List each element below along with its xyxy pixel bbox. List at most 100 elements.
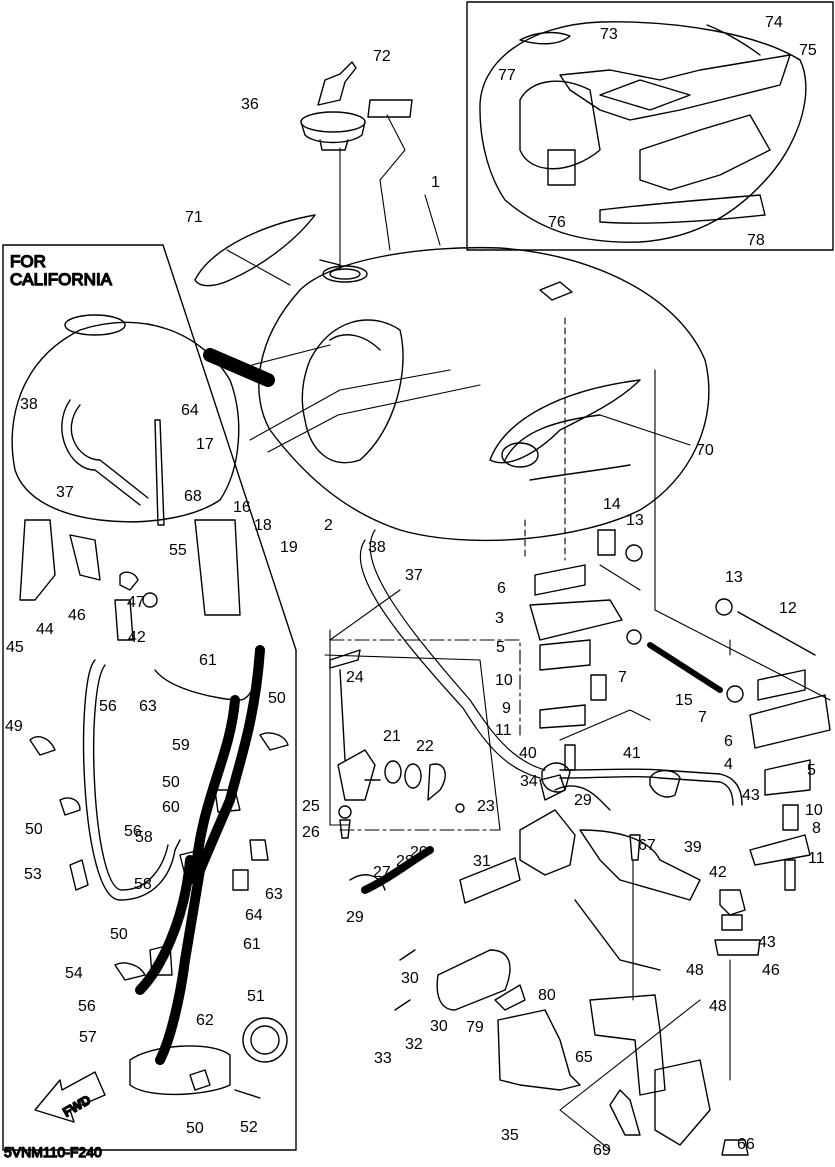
part-label-6: 6 bbox=[724, 733, 733, 750]
part-label-71: 71 bbox=[185, 209, 203, 226]
part-label-58: 58 bbox=[135, 829, 153, 846]
part-label-13: 13 bbox=[725, 569, 743, 586]
part-label-40: 40 bbox=[519, 745, 537, 762]
california-title-line-1: FOR bbox=[10, 252, 46, 271]
part-label-64: 64 bbox=[181, 402, 199, 419]
part-label-22: 22 bbox=[416, 738, 434, 755]
part-label-21: 21 bbox=[383, 728, 401, 745]
part-label-43: 43 bbox=[758, 934, 776, 951]
part-label-49: 49 bbox=[5, 718, 23, 735]
part-label-27: 27 bbox=[373, 864, 391, 881]
part-label-69: 69 bbox=[593, 1142, 611, 1159]
part-label-29: 29 bbox=[574, 792, 592, 809]
part-label-7: 7 bbox=[618, 669, 627, 686]
part-label-16: 16 bbox=[233, 499, 251, 516]
part-label-20: 20 bbox=[410, 844, 428, 861]
part-label-46: 46 bbox=[68, 607, 86, 624]
inset-tank-cover-panel bbox=[466, 1, 834, 251]
leader-lines bbox=[226, 114, 831, 1151]
part-label-45: 45 bbox=[6, 639, 24, 656]
part-label-37: 37 bbox=[405, 567, 423, 584]
part-label-4: 4 bbox=[724, 756, 733, 773]
part-label-76: 76 bbox=[548, 214, 566, 231]
part-label-50: 50 bbox=[186, 1120, 204, 1137]
part-label-46: 46 bbox=[762, 962, 780, 979]
part-label-3: 3 bbox=[495, 610, 504, 627]
part-label-61: 61 bbox=[199, 652, 217, 669]
diagram-code: 5VNM110-F240 bbox=[4, 1144, 102, 1160]
part-label-52: 52 bbox=[240, 1119, 258, 1136]
part-label-44: 44 bbox=[36, 621, 54, 638]
part-label-56: 56 bbox=[99, 698, 117, 715]
part-label-54: 54 bbox=[65, 965, 83, 982]
part-label-70: 70 bbox=[696, 442, 714, 459]
part-label-50: 50 bbox=[110, 926, 128, 943]
part-label-5: 5 bbox=[807, 762, 816, 779]
part-label-25: 25 bbox=[302, 798, 320, 815]
part-label-29: 29 bbox=[346, 909, 364, 926]
part-label-11: 11 bbox=[495, 722, 512, 739]
california-box-outline bbox=[2, 244, 297, 1151]
part-label-18: 18 bbox=[254, 517, 272, 534]
part-label-50: 50 bbox=[268, 690, 286, 707]
part-label-60: 60 bbox=[162, 799, 180, 816]
part-label-42: 42 bbox=[709, 864, 727, 881]
part-label-28: 28 bbox=[396, 853, 414, 870]
part-label-56: 56 bbox=[124, 823, 142, 840]
part-label-23: 23 bbox=[477, 798, 495, 815]
part-label-31: 31 bbox=[473, 853, 491, 870]
part-label-50: 50 bbox=[162, 774, 180, 791]
part-label-63: 63 bbox=[265, 886, 283, 903]
part-label-39: 39 bbox=[684, 839, 702, 856]
tank-brackets bbox=[529, 529, 831, 891]
part-label-48: 48 bbox=[686, 962, 704, 979]
part-label-11: 11 bbox=[808, 850, 825, 867]
part-label-59: 59 bbox=[172, 737, 190, 754]
part-label-61: 61 bbox=[243, 936, 261, 953]
part-label-12: 12 bbox=[779, 600, 797, 617]
part-label-67: 67 bbox=[638, 837, 656, 854]
part-label-41: 41 bbox=[623, 745, 641, 762]
part-label-48: 48 bbox=[709, 998, 727, 1015]
part-label-62: 62 bbox=[196, 1012, 214, 1029]
fwd-label: FWD bbox=[60, 1092, 93, 1120]
part-label-73: 73 bbox=[600, 26, 618, 43]
part-label-15: 15 bbox=[675, 692, 693, 709]
california-title-line-2: CALIFORNIA bbox=[10, 270, 113, 289]
part-label-53: 53 bbox=[24, 866, 42, 883]
part-label-43: 43 bbox=[742, 787, 760, 804]
part-label-1: 1 bbox=[431, 174, 440, 191]
part-label-74: 74 bbox=[765, 14, 783, 31]
part-label-13: 13 bbox=[626, 512, 644, 529]
part-label-7: 7 bbox=[698, 709, 707, 726]
part-label-33: 33 bbox=[374, 1050, 392, 1067]
fuel-tank bbox=[258, 246, 710, 542]
part-label-51: 51 bbox=[247, 988, 265, 1005]
part-label-37: 37 bbox=[56, 484, 74, 501]
part-label-14: 14 bbox=[603, 496, 621, 513]
part-label-38: 38 bbox=[20, 396, 38, 413]
part-label-34: 34 bbox=[520, 773, 538, 790]
part-label-77: 77 bbox=[498, 67, 516, 84]
part-label-8: 8 bbox=[812, 820, 821, 837]
part-label-35: 35 bbox=[501, 1127, 519, 1144]
part-label-38: 38 bbox=[368, 539, 386, 556]
filter-mount-box bbox=[554, 785, 611, 811]
knee-pad bbox=[194, 214, 316, 287]
california-evap-system bbox=[11, 314, 289, 1099]
part-label-5: 5 bbox=[496, 639, 505, 656]
part-label-36: 36 bbox=[241, 96, 259, 113]
part-label-6: 6 bbox=[497, 580, 506, 597]
part-label-72: 72 bbox=[373, 48, 391, 65]
fuel-cock-assembly bbox=[329, 649, 465, 839]
part-label-66: 66 bbox=[737, 1136, 755, 1153]
part-label-58: 58 bbox=[134, 876, 152, 893]
part-label-47: 47 bbox=[127, 594, 145, 611]
part-label-9: 9 bbox=[502, 700, 511, 717]
part-label-79: 79 bbox=[466, 1019, 484, 1036]
part-label-10: 10 bbox=[805, 802, 823, 819]
part-label-80: 80 bbox=[538, 987, 556, 1004]
fuel-hoses bbox=[203, 348, 743, 806]
part-label-19: 19 bbox=[280, 539, 298, 556]
